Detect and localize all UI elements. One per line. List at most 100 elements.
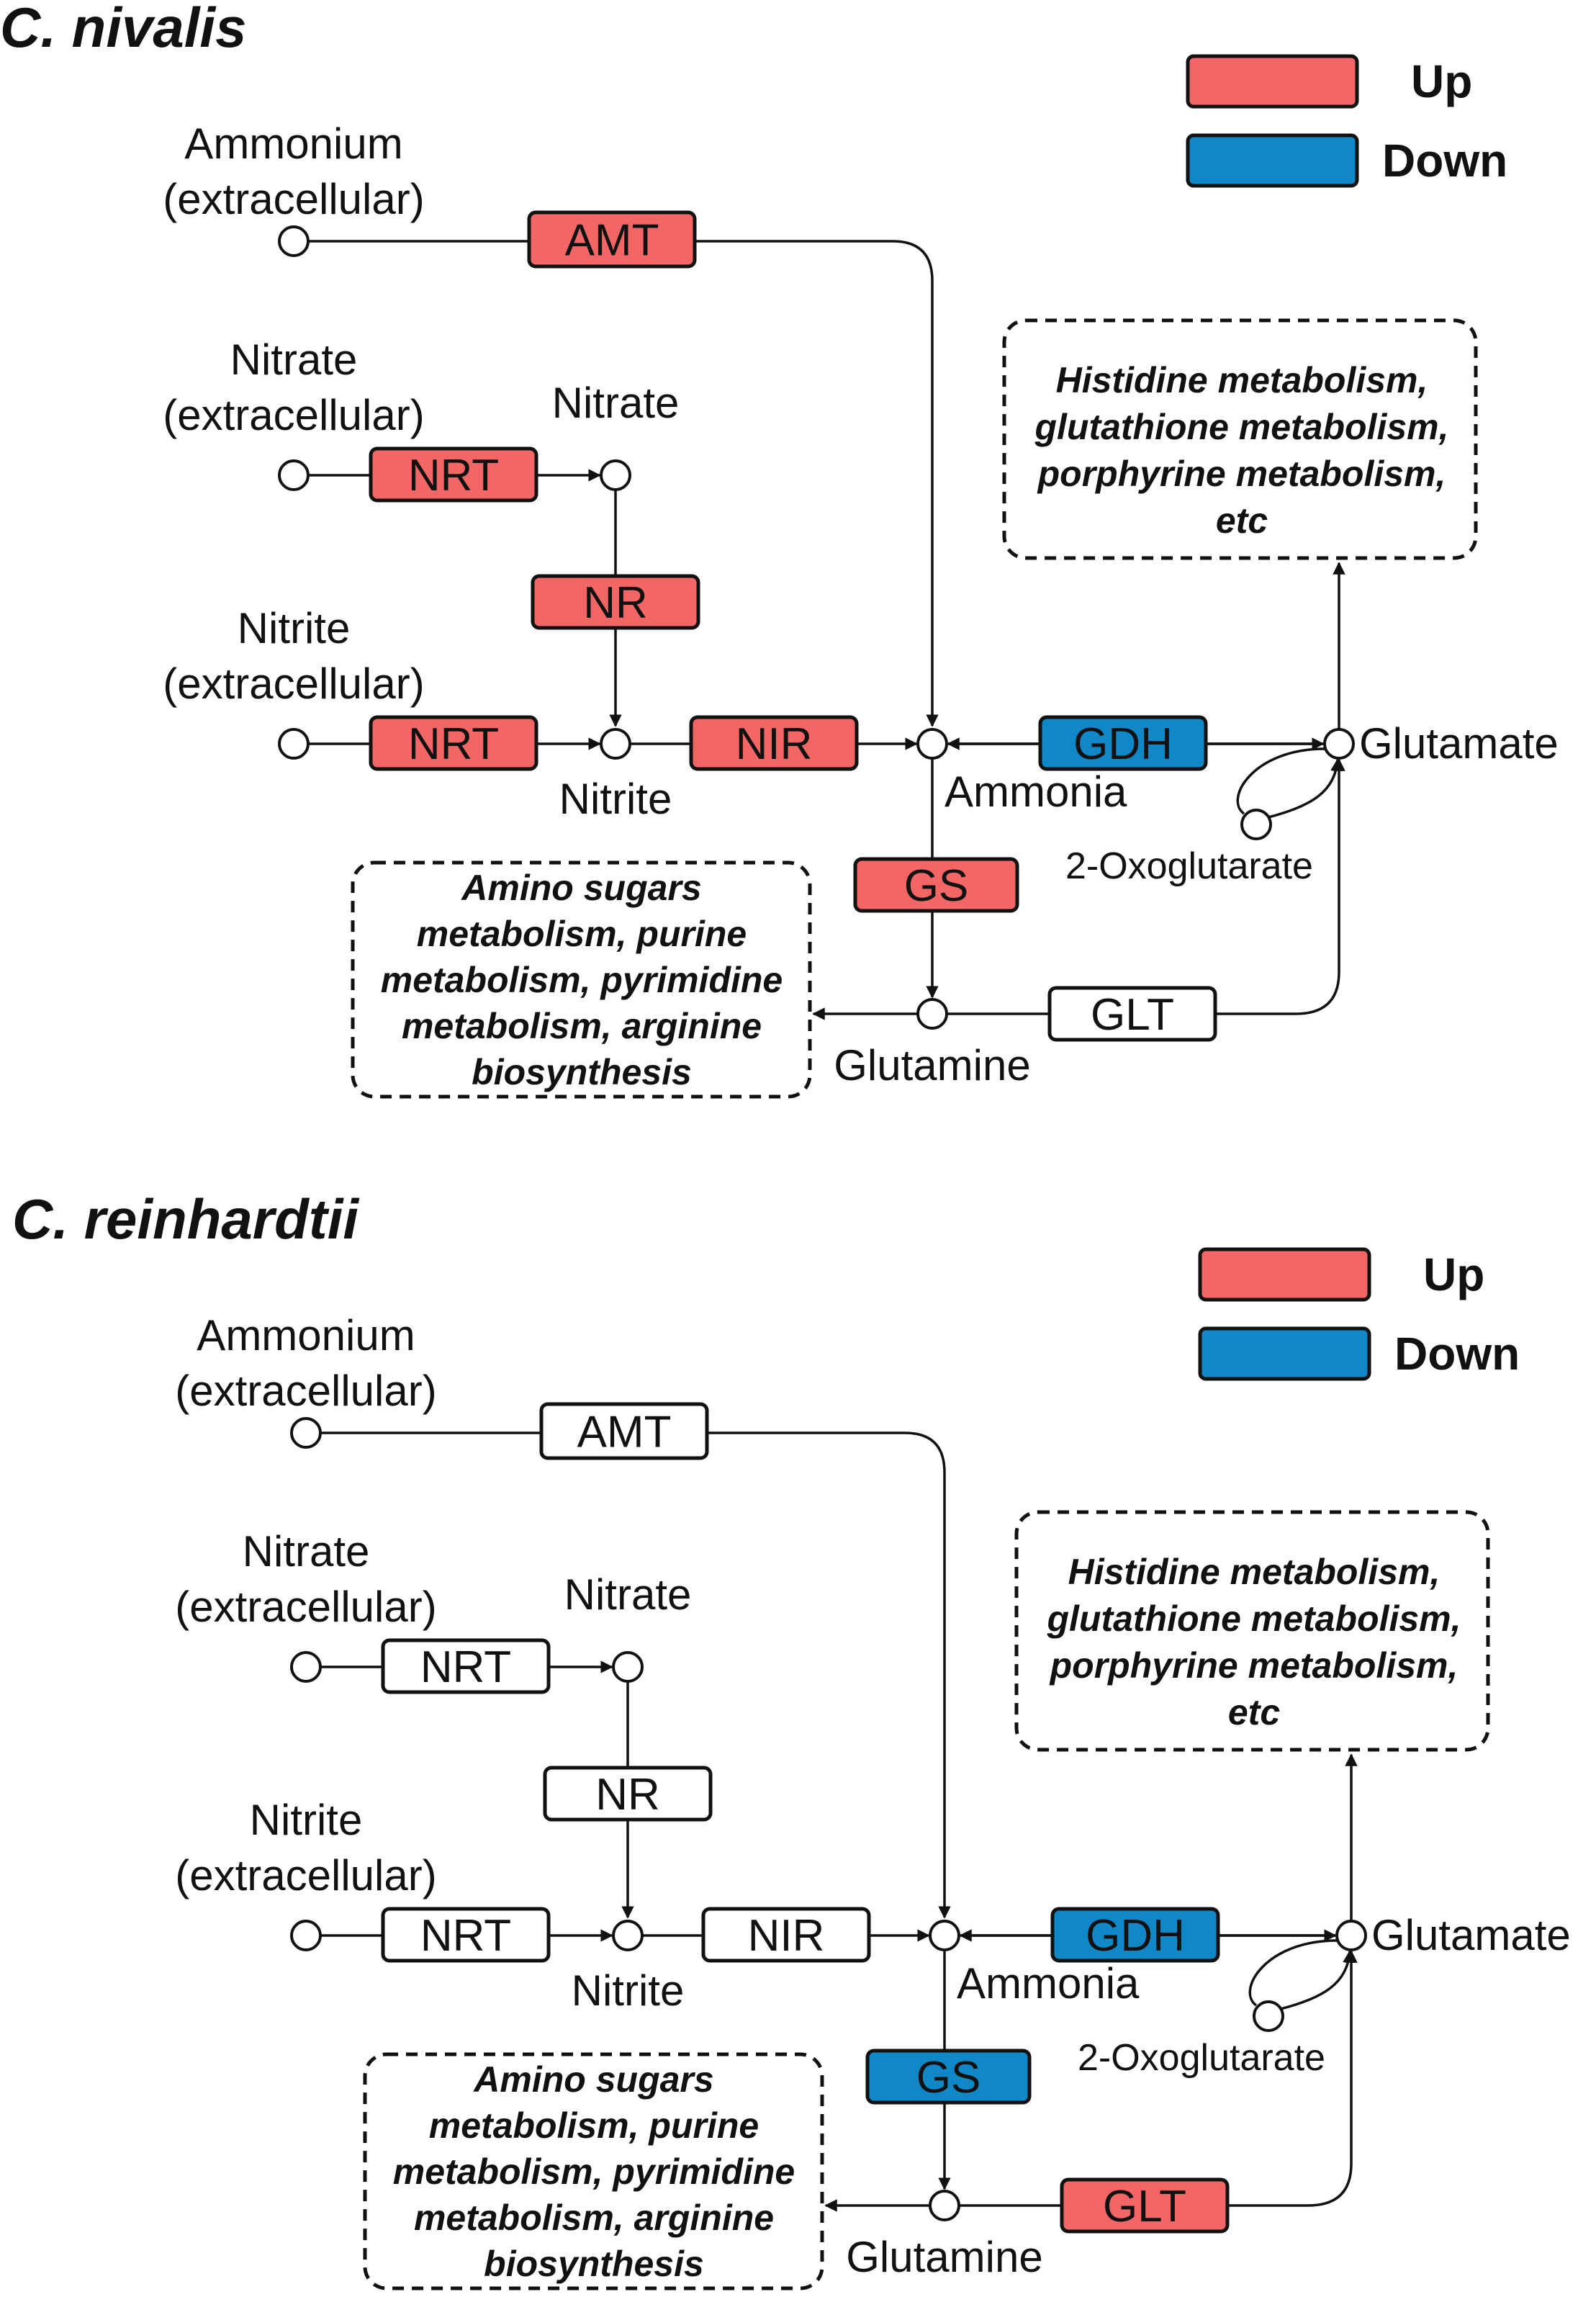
glt-line	[959, 1950, 1358, 2207]
enzyme-amt-box: AMT	[539, 1402, 709, 1460]
amt-line	[308, 240, 939, 727]
enzyme-box-bg	[1050, 1907, 1220, 1963]
nitrite-ext-sub-label: (extracellular)	[163, 660, 424, 708]
enzyme-gdh-box: GDH	[1038, 715, 1208, 771]
enzyme-nir-box: NIR	[689, 715, 859, 771]
glutamate-label: Glutamate	[1359, 719, 1559, 768]
ammonium-sub-label: (extracellular)	[163, 175, 424, 223]
nitrite-ext-node	[278, 728, 310, 760]
glutamine-note-box	[351, 860, 812, 1099]
glutamine-note-line: biosynthesis	[484, 2244, 704, 2284]
glutamate-label: Glutamate	[1371, 1911, 1571, 1959]
nitrate-ext-sub-label: (extracellular)	[163, 391, 424, 439]
panel-title: C. reinhardtii	[12, 1187, 359, 1251]
enzyme-glt-box: GLT	[1060, 2177, 1230, 2234]
glt-line	[947, 758, 1345, 1015]
enzyme-box-bg	[369, 715, 538, 771]
oxoglutarate-node	[1253, 2000, 1284, 2032]
enzyme-box-bg	[853, 857, 1019, 913]
nitrite-ext-sub-label: (extracellular)	[175, 1851, 436, 1899]
legend-up-label: Up	[1423, 1249, 1484, 1300]
glutamine-label: Glutamine	[846, 2233, 1042, 2281]
ammonium-ext-node	[278, 225, 310, 257]
enzyme-box-bg	[1060, 2177, 1230, 2234]
ammonia-node	[929, 1920, 960, 1951]
ammonia-label: Ammonia	[957, 1959, 1140, 2007]
nitrite-ext-label: Nitrite	[238, 604, 351, 652]
nitrite-ext-label: Nitrite	[250, 1796, 363, 1844]
enzyme-box-bg	[531, 574, 700, 630]
legend-down-swatch	[1198, 1326, 1371, 1381]
nitrate-ext-label: Nitrate	[243, 1527, 370, 1575]
nitrate-ext-sub-label: (extracellular)	[175, 1583, 436, 1631]
legend-up-swatch	[1198, 1247, 1371, 1302]
nitrite-label: Nitrite	[572, 1966, 685, 2015]
enzyme-box-bg	[539, 1402, 709, 1460]
enzyme-nrt-box: NRT	[369, 446, 538, 503]
enzyme-label: NIR	[748, 1911, 825, 1961]
enzyme-label: NIR	[736, 719, 813, 769]
ammonium-label: Ammonium	[197, 1311, 415, 1359]
enzyme-label: AMT	[565, 216, 659, 266]
nitrate-ext-node	[278, 459, 310, 491]
enzyme-box-bg	[381, 1907, 551, 1963]
downstream-note-box	[1002, 318, 1478, 560]
enzyme-label: GDH	[1073, 719, 1173, 769]
oxoglutarate-node	[1240, 809, 1272, 840]
enzyme-gs-box: GS	[853, 857, 1019, 913]
ammonium-label: Ammonium	[184, 120, 402, 168]
enzyme-label: NRT	[408, 719, 499, 769]
enzyme-label: GDH	[1086, 1911, 1185, 1961]
oxo-curve-a	[1248, 1939, 1338, 2007]
glutamine-label: Glutamine	[834, 1041, 1030, 1089]
enzyme-label: GLT	[1091, 990, 1174, 1040]
enzyme-label: NRT	[408, 451, 499, 500]
glutamine-note-line: metabolism, pyrimidine	[381, 960, 783, 1000]
enzyme-box-bg	[527, 210, 697, 269]
enzyme-box-bg	[689, 715, 859, 771]
enzyme-nr-box: NR	[543, 1766, 713, 1822]
enzyme-box-bg	[543, 1766, 713, 1822]
enzyme-label: NR	[595, 1770, 660, 1820]
enzyme-box-bg	[701, 1907, 871, 1963]
enzyme-label: GS	[916, 2053, 981, 2103]
enzyme-label: GLT	[1103, 2182, 1186, 2231]
enzyme-label: NRT	[420, 1642, 511, 1692]
glutamine-note-line: Amino sugars	[472, 2059, 713, 2100]
enzyme-gdh-box: GDH	[1050, 1907, 1220, 1963]
downstream-note-line: etc	[1228, 1692, 1280, 1732]
enzyme-gs-box: GS	[865, 2049, 1032, 2105]
enzyme-box-bg	[369, 446, 538, 503]
enzyme-nrt-box: NRT	[369, 715, 538, 771]
nitrate-node	[612, 1651, 644, 1683]
glutamine-node	[929, 2190, 960, 2221]
glutamine-note-line: metabolism, arginine	[414, 2198, 774, 2238]
oxo-curve-a	[1236, 747, 1325, 815]
glutamine-note-line: biosynthesis	[472, 1052, 692, 1092]
oxo-curve-b	[1280, 1950, 1356, 2010]
oxoglutarate-label: 2-Oxoglutarate	[1065, 845, 1313, 887]
nitrite-ext-node	[290, 1920, 322, 1951]
downstream-note-box	[1014, 1510, 1490, 1752]
downstream-note-line: etc	[1216, 500, 1268, 541]
glutamine-note-line: Amino sugars	[460, 868, 701, 908]
nitrate-node	[600, 459, 631, 491]
downstream-note-line: porphyrine metabolism,	[1037, 454, 1446, 494]
nitrite-node	[600, 728, 631, 760]
glutamate-node	[1335, 1920, 1367, 1951]
downstream-note-line: porphyrine metabolism,	[1049, 1645, 1459, 1686]
glutamine-note-line: metabolism, arginine	[402, 1006, 762, 1046]
legend-down-swatch	[1186, 133, 1359, 188]
ammonia-label: Ammonia	[944, 768, 1127, 816]
nitrite-label: Nitrite	[559, 775, 672, 823]
legend-down-label: Down	[1394, 1328, 1520, 1380]
enzyme-nrt-box: NRT	[381, 1638, 551, 1694]
legend-down-label: Down	[1382, 135, 1507, 186]
enzyme-label: GS	[904, 861, 969, 911]
enzyme-nr-box: NR	[531, 574, 700, 630]
enzyme-glt-box: GLT	[1047, 986, 1217, 1042]
legend-up-swatch	[1186, 54, 1359, 109]
